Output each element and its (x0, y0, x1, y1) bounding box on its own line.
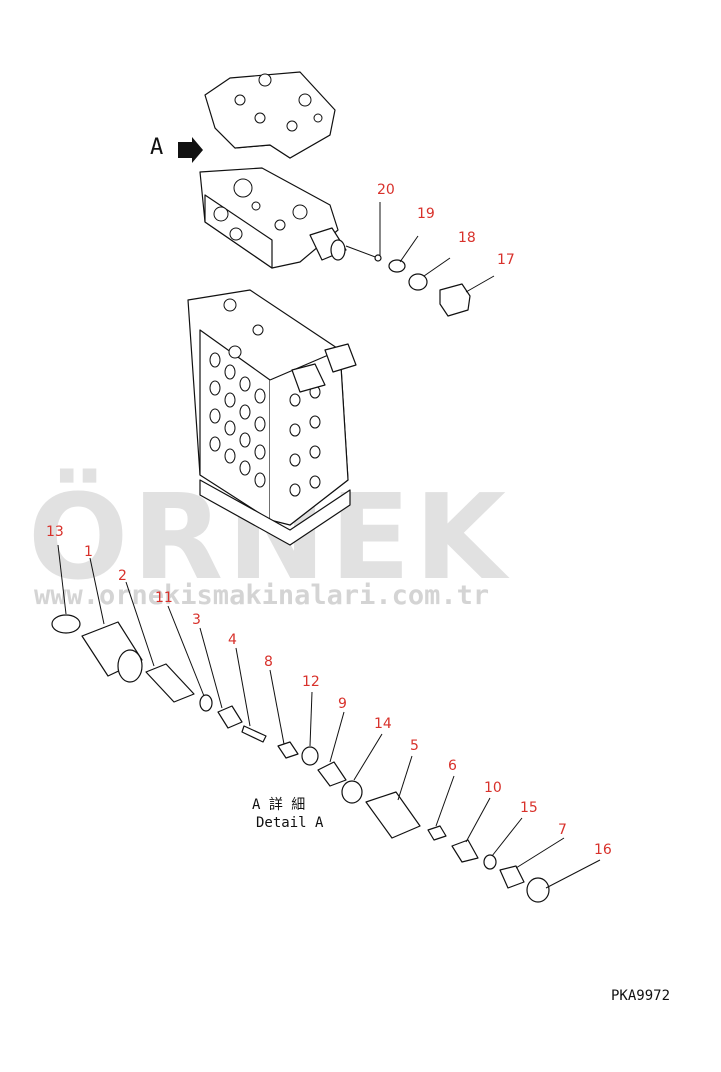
part-14-oring (341, 780, 363, 804)
part-10-spring (451, 839, 479, 863)
callout-15: 15 (520, 800, 538, 816)
part-3-ring (199, 694, 213, 712)
cover-plate (204, 71, 336, 159)
drawing-code: PKA9972 (611, 988, 670, 1004)
detail-label: A 詳 細 Detail A (252, 797, 324, 831)
callout-16: 16 (594, 842, 612, 858)
callout-7: 7 (558, 822, 567, 838)
callout-4: 4 (228, 632, 237, 648)
callout-18: 18 (458, 230, 476, 246)
callout-12: 12 (302, 674, 320, 690)
callout-2: 2 (118, 568, 127, 584)
callout-6: 6 (448, 758, 457, 774)
callout-14: 14 (374, 716, 392, 732)
part-13-oring (51, 614, 81, 634)
watermark-url: www.ornekismakinalari.com.tr (34, 580, 489, 611)
part-2-spool (145, 663, 195, 703)
part-5-sleeve (365, 791, 421, 839)
part-16-nut (526, 877, 550, 903)
callout-20: 20 (377, 182, 395, 198)
callout-13: 13 (46, 524, 64, 540)
callout-1: 1 (84, 544, 93, 560)
view-arrow-icon (178, 137, 203, 163)
callout-10: 10 (484, 780, 502, 796)
callout-11: 11 (155, 590, 173, 606)
callout-5: 5 (410, 738, 419, 754)
main-valve-assembly (187, 289, 357, 546)
part-15-oring (483, 854, 497, 870)
part-6-poppet (427, 825, 447, 841)
callout-9: 9 (338, 696, 347, 712)
part-12-ring (301, 746, 319, 766)
callout-17: 17 (497, 252, 515, 268)
callout-19: 19 (417, 206, 435, 222)
detail-label-en: Detail A (256, 815, 324, 831)
part-8-pin (241, 725, 267, 743)
detail-a-exploded-parts (51, 544, 601, 903)
callout-3: 3 (192, 612, 201, 628)
view-a-indicator: A (150, 135, 203, 163)
view-a-label: A (150, 135, 163, 160)
part-7-plug (499, 865, 525, 889)
relief-parts-upper (374, 202, 495, 317)
detail-label-jp: A 詳 細 (252, 797, 305, 813)
part-4-piston (217, 705, 243, 729)
callout-8: 8 (264, 654, 273, 670)
part-9-spring (317, 761, 347, 787)
valve-section (199, 167, 379, 269)
callout-labels: 20 19 18 17 13 1 2 11 3 4 8 12 9 14 5 6 … (46, 182, 612, 858)
